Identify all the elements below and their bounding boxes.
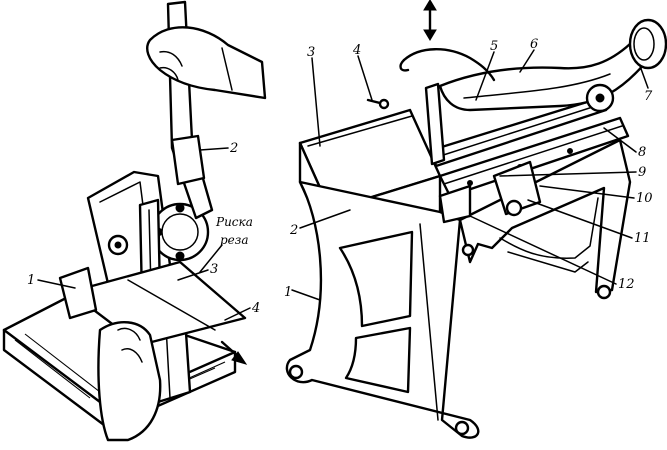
right-label-12: 12: [618, 277, 635, 292]
left-leader-lines: [37, 147, 251, 321]
left-label-3: 3: [210, 262, 218, 277]
left-lower-hand: [97, 321, 162, 442]
right-label-7: 7: [644, 89, 653, 104]
right-bench-shears: 1 2 3 4 5 6 7 8 9 10 11 12: [284, 0, 667, 439]
right-label-1: 1: [284, 285, 292, 300]
left-cut-mark-label-line1: Риска: [215, 215, 253, 229]
right-foot-bolt-left: [288, 364, 304, 380]
right-foot-bolt-front: [454, 420, 470, 436]
left-cut-mark-line: [127, 279, 216, 331]
right-foot-bolt-rear: [596, 284, 612, 300]
right-counterweight: [628, 18, 667, 70]
right-label-2: 2: [289, 223, 298, 238]
right-label-9: 9: [638, 165, 646, 180]
left-lever-grip: [170, 134, 206, 186]
right-leader-lines: [291, 49, 649, 301]
right-clamp-screw: [505, 199, 523, 217]
right-leg-window-lower: [344, 326, 412, 394]
right-label-11: 11: [634, 231, 651, 246]
right-label-5: 5: [490, 39, 498, 54]
left-cut-mark-label-line2: реза: [220, 233, 248, 247]
right-lower-knife-bar: [438, 116, 630, 198]
left-label-1: 1: [27, 273, 35, 288]
right-label-3: 3: [307, 45, 315, 60]
left-clamp-block: [58, 266, 98, 320]
right-label-6: 6: [530, 37, 538, 52]
right-lever-arm: [438, 42, 648, 112]
left-lever-shears: 1 2 3 4 Риска реза: [2, 0, 267, 442]
right-handle-grip: [402, 48, 496, 82]
right-label-8: 8: [638, 145, 646, 160]
left-label-4: 4: [251, 301, 260, 316]
right-left-post: [424, 82, 446, 166]
left-label-2: 2: [229, 141, 238, 156]
right-leg-window-upper: [338, 230, 414, 328]
right-rear-leg: [458, 138, 632, 294]
left-upper-hand: [146, 26, 267, 100]
right-label-10: 10: [636, 191, 653, 206]
right-guard-plate: [438, 184, 472, 224]
right-label-4: 4: [352, 43, 361, 58]
